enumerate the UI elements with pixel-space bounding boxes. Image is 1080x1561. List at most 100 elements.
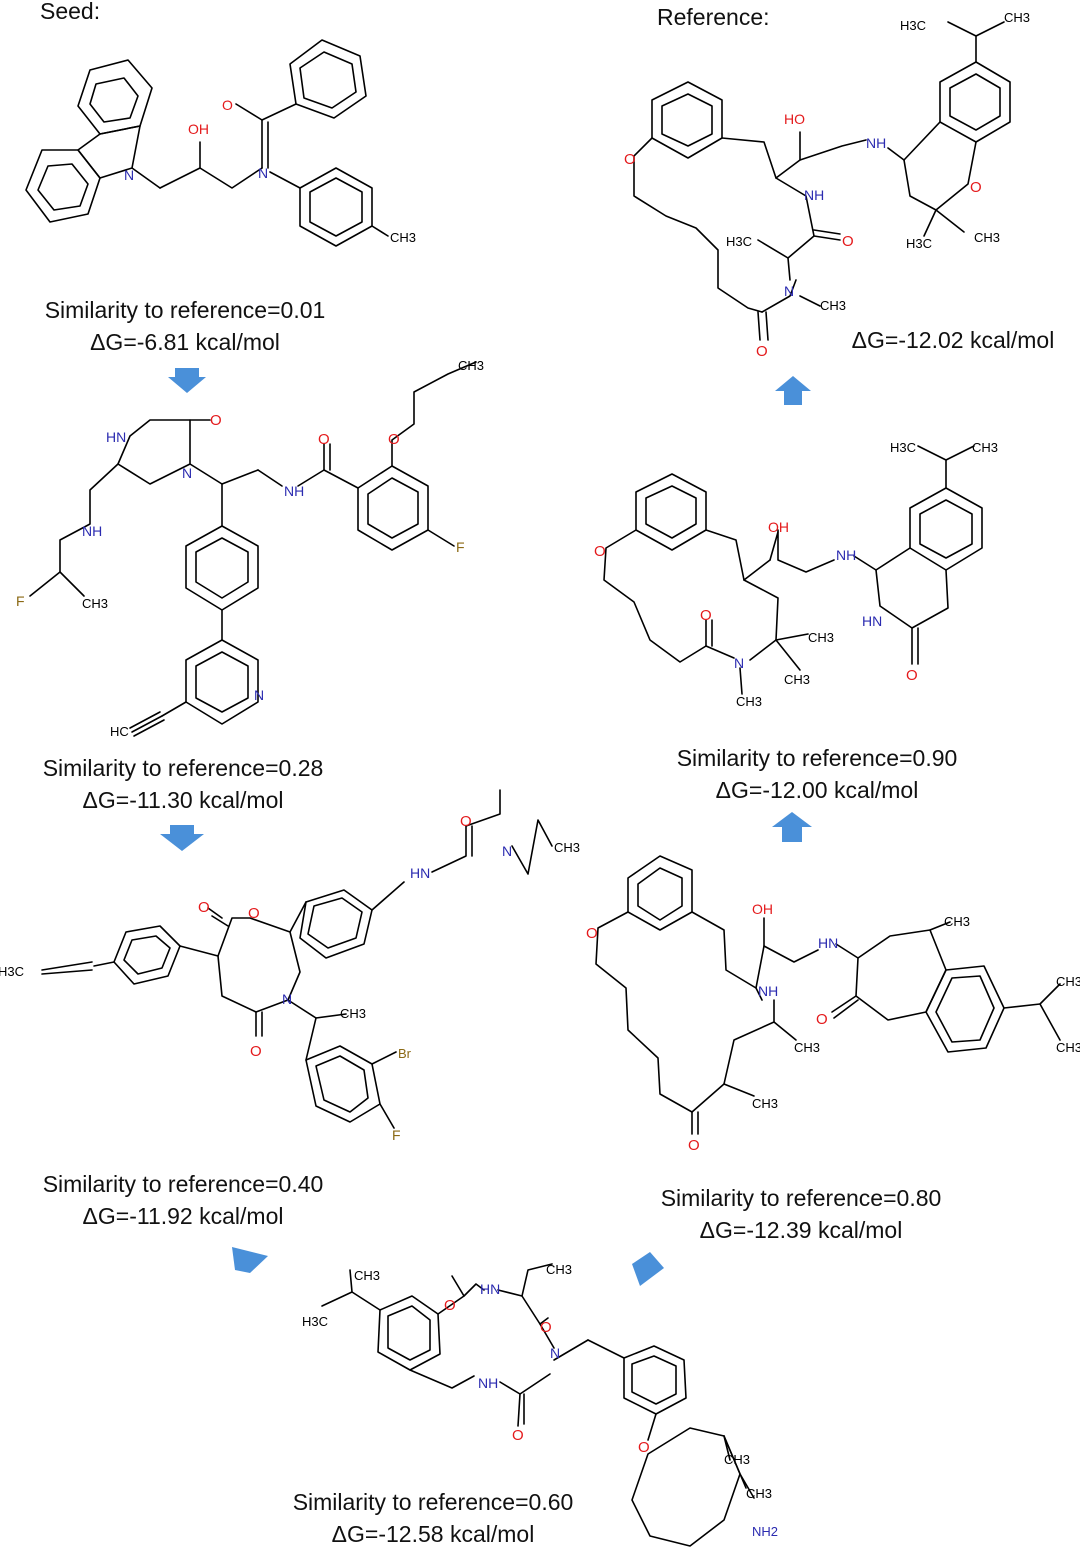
flow-arrows (160, 368, 812, 1286)
step3-atom-o-3: O (512, 1427, 524, 1444)
reference-atom-nh-amide: NH (804, 187, 824, 203)
delta-g-text: ΔG=-11.30 kcal/mol (82, 787, 284, 813)
step5-atom-ch3-iso: CH3 (972, 440, 998, 455)
step1-atom-o-lactam: O (210, 412, 222, 429)
delta-g-text: ΔG=-11.92 kcal/mol (82, 1203, 284, 1229)
step5-atom-o-ether: O (594, 543, 606, 560)
caption-seed: Similarity to reference=0.01 ΔG=-6.81 kc… (20, 294, 350, 358)
step1-atom-hc: HC (110, 724, 129, 739)
arrow-down-2-shaft (170, 825, 194, 835)
step4-atom-ch3-b: CH3 (752, 1096, 778, 1111)
step1-atom-hn: HN (106, 429, 126, 445)
seed-atom-o: O (222, 97, 233, 113)
step3-atom-nh: NH (478, 1375, 498, 1391)
reference-atom-o-amide: O (842, 233, 854, 250)
step2-atom-n-amide: N (502, 843, 512, 859)
step2-atom-ch3-ethyl: CH3 (554, 840, 580, 855)
similarity-text: Similarity to reference=0.40 (42, 1171, 324, 1197)
seed-header: Seed: (40, 0, 101, 24)
step4-atom-ch3-iso-b: CH3 (1056, 1040, 1080, 1055)
delta-g-text: ΔG=-12.00 kcal/mol (715, 777, 919, 803)
step3-atom-h3c-iso: H3C (302, 1314, 328, 1329)
step5-atom-ch3-a: CH3 (808, 630, 834, 645)
step5-atom-nh: NH (836, 547, 856, 563)
arrow-up-1-shaft (782, 826, 802, 842)
step1-structure: CH3 O O O HN N NH NH F F CH3 N HC (16, 358, 484, 739)
reference-header: Reference: (657, 4, 770, 30)
reference-atom-h3c-gem-b: H3C (906, 236, 932, 251)
step3-structure: CH3 H3C O HN CH3 O N NH O O CH3 CH3 NH2 (302, 1262, 778, 1547)
step1-atom-nh-amine: NH (82, 523, 102, 539)
reference-atom-ch3-gem-a: CH3 (974, 230, 1000, 245)
reference-atom-nh-amine: NH (866, 135, 886, 151)
delta-g-text: ΔG=-12.58 kcal/mol (331, 1521, 535, 1547)
step5-atom-oh: OH (768, 519, 789, 535)
step1-atom-nh-amide: NH (284, 483, 304, 499)
step3-atom-o-1: O (444, 1297, 456, 1314)
step1-atom-o-amide: O (318, 431, 330, 448)
step3-atom-ch3-ala: CH3 (546, 1262, 572, 1277)
step3-atom-ch3-a: CH3 (724, 1452, 750, 1467)
seed-atom-n2: N (258, 165, 268, 181)
arrow-diag-up (632, 1252, 664, 1286)
step2-atom-hn: HN (410, 865, 430, 881)
arrow-up-1 (772, 812, 812, 827)
step4-atom-ch3-ring: CH3 (944, 914, 970, 929)
step1-atom-f-alkyl: F (16, 593, 25, 609)
step5-atom-o-lactam: O (906, 667, 918, 684)
reference-atom-h3c-ala: H3C (726, 234, 752, 249)
reference-atom-o-ether: O (624, 151, 636, 168)
seed-atom-ch3: CH3 (390, 230, 416, 245)
arrow-down-2 (160, 834, 204, 851)
step4-atom-nh-ring: NH (758, 983, 778, 999)
similarity-text: Similarity to reference=0.90 (676, 745, 958, 771)
step3-atom-ch3-b: CH3 (746, 1486, 772, 1501)
reference-atom-ho: HO (784, 111, 805, 127)
reference-atom-h3c-iso: H3C (900, 18, 926, 33)
step3-atom-n: N (550, 1345, 560, 1361)
step5-atom-n: N (734, 655, 744, 671)
step2-atom-h3c: H3C (0, 964, 24, 979)
step3-atom-hn: HN (480, 1281, 500, 1297)
step3-atom-nh2: NH2 (752, 1524, 778, 1539)
similarity-text: Similarity to reference=0.80 (660, 1185, 942, 1211)
step2-atom-f: F (392, 1127, 401, 1143)
step5-atom-o-amide: O (700, 607, 712, 624)
caption-reference: ΔG=-12.02 kcal/mol (838, 324, 1068, 356)
step5-atom-ch3-b: CH3 (784, 672, 810, 687)
reference-atom-ch3-iso: CH3 (1004, 10, 1030, 25)
delta-g-text: ΔG=-12.39 kcal/mol (699, 1217, 903, 1243)
delta-g-text: ΔG=-6.81 kcal/mol (90, 329, 280, 355)
step4-atom-o-ketone: O (816, 1011, 828, 1028)
step3-atom-o-2: O (540, 1319, 552, 1336)
step5-atom-ch3-n: CH3 (736, 694, 762, 709)
step4-atom-hn: HN (818, 935, 838, 951)
similarity-text: Similarity to reference=0.28 (42, 755, 324, 781)
arrow-up-2-shaft (784, 390, 802, 405)
arrow-down-1 (168, 377, 206, 393)
step2-atom-o-ring: O (248, 905, 260, 922)
step4-atom-oh: OH (752, 901, 773, 917)
caption-step2: Similarity to reference=0.40 ΔG=-11.92 k… (18, 1168, 348, 1232)
step4-structure: OH CH3 O NH HN CH3 O CH3 CH3 O CH3 (586, 855, 1080, 1154)
step3-atom-ch3-iso: CH3 (354, 1268, 380, 1283)
step1-atom-ch3-top: CH3 (458, 358, 484, 373)
delta-g-text: ΔG=-12.02 kcal/mol (851, 327, 1055, 353)
seed-atom-n1: N (124, 167, 134, 183)
reference-structure: H3C CH3 O HO NH NH O H3C O CH3 H3C N CH3… (624, 10, 1030, 360)
step4-atom-ch3-a: CH3 (794, 1040, 820, 1055)
step1-atom-n-pyridine: N (254, 687, 264, 703)
step1-atom-o-ether: O (388, 431, 400, 448)
arrow-down-1-shaft (175, 368, 199, 378)
step1-atom-f-aryl: F (456, 539, 465, 555)
step2-atom-n-ring: N (282, 991, 292, 1007)
step1-atom-n: N (182, 465, 192, 481)
step4-atom-ch3-iso-a: CH3 (1056, 974, 1080, 989)
step1-atom-ch3-alkyl: CH3 (82, 596, 108, 611)
step5-atom-h3c: H3C (890, 440, 916, 455)
similarity-text: Similarity to reference=0.01 (44, 297, 326, 323)
step2-atom-ch3: CH3 (340, 1006, 366, 1021)
step2-structure: O N CH3 HN O O H3C N CH3 O Br F (0, 789, 580, 1143)
caption-step5: Similarity to reference=0.90 ΔG=-12.00 k… (652, 742, 982, 806)
